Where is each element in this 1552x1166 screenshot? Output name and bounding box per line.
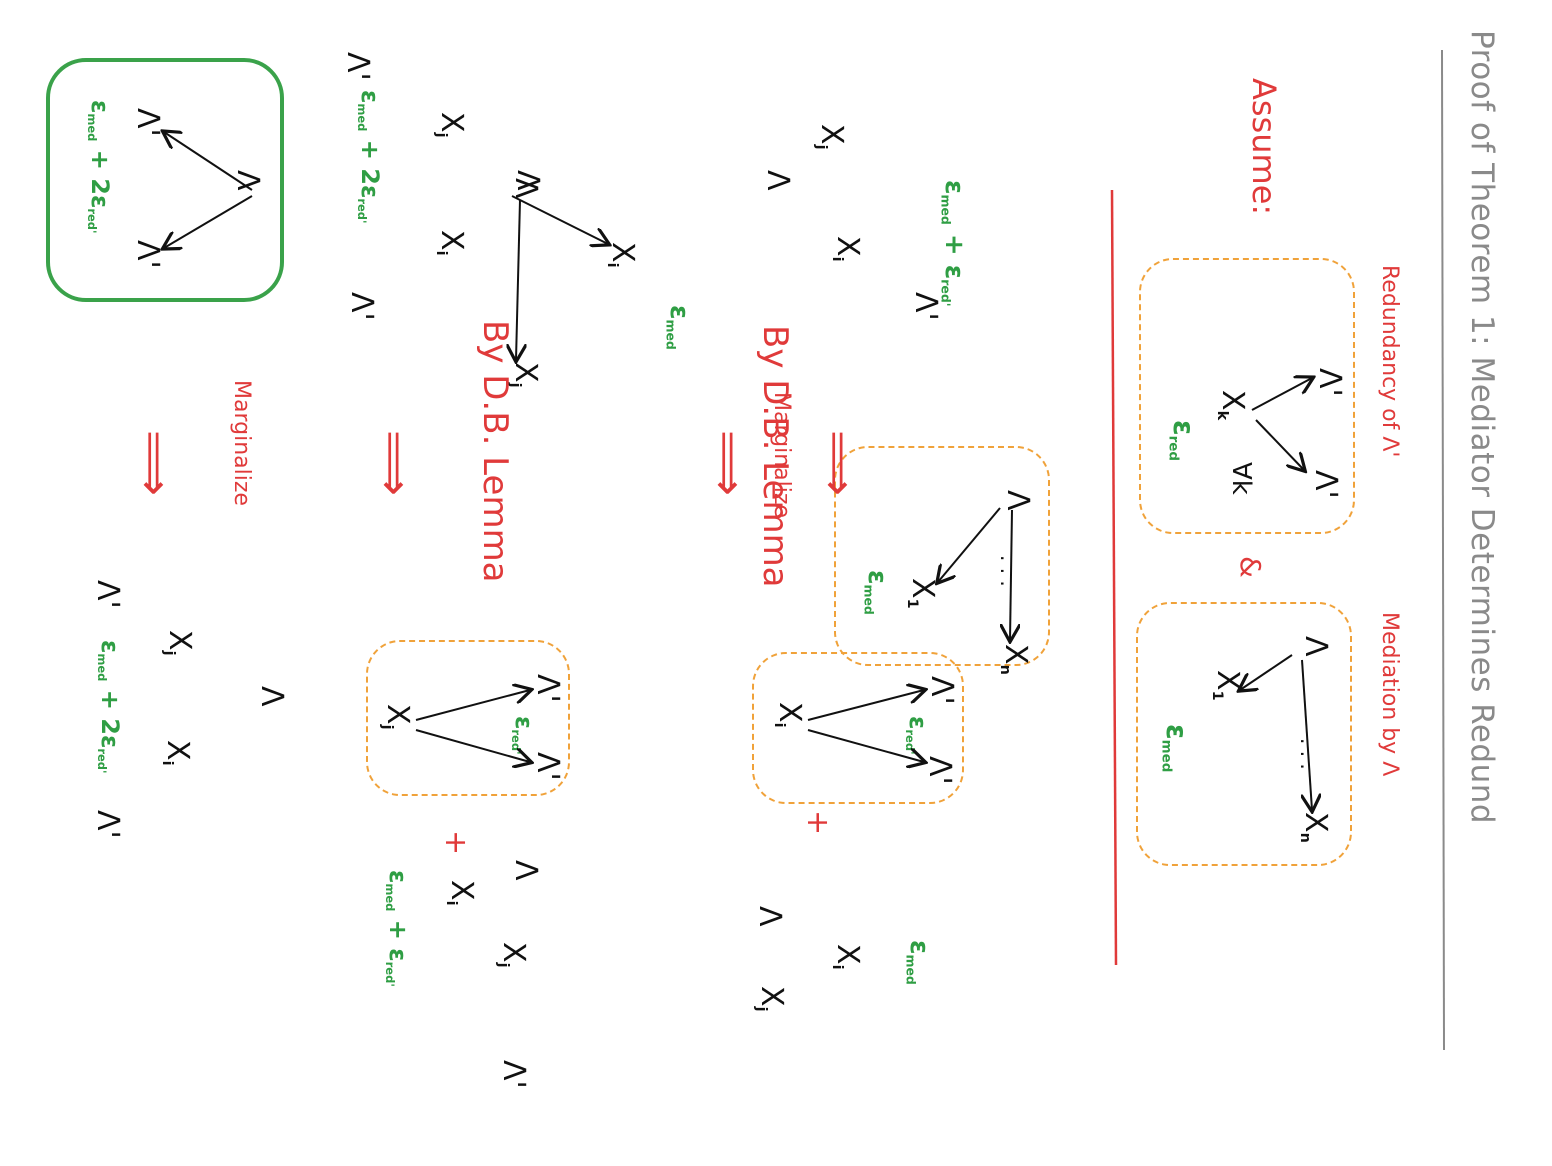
arrow (516, 199, 520, 360)
arrow (938, 507, 1001, 582)
arrow (415, 729, 530, 762)
arrow (807, 729, 924, 762)
arrow (164, 195, 253, 248)
arrow (511, 195, 608, 244)
arrow (1255, 419, 1304, 470)
red-rule (1110, 190, 1118, 966)
arrow (1010, 509, 1012, 640)
arrow (1251, 378, 1312, 411)
arrow (807, 690, 924, 721)
arrow (415, 690, 530, 721)
arrow (164, 132, 253, 191)
title-rule (1441, 50, 1445, 1051)
arrow (1240, 654, 1293, 690)
arrow (1302, 659, 1312, 810)
